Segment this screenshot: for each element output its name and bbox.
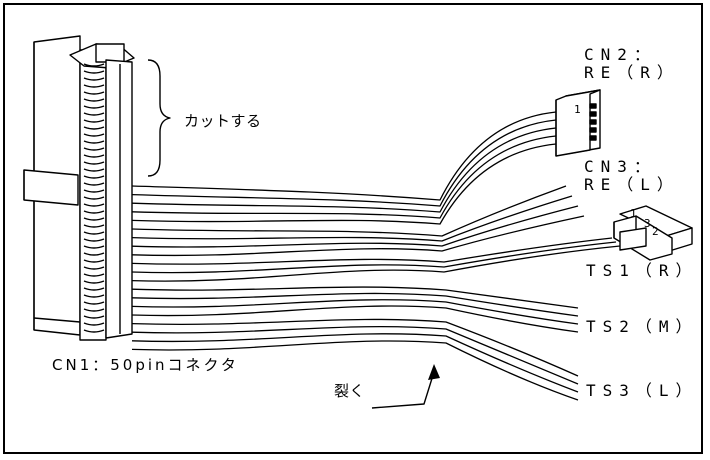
wire-to-cn2 — [131, 135, 557, 219]
cn1-pin — [83, 77, 105, 81]
wire-to-cn3 — [131, 185, 567, 237]
cn1-pin — [83, 126, 105, 130]
cn1-pin — [83, 161, 105, 165]
cn1-label: CN1：50pinコネクタ — [52, 356, 239, 374]
cn1-pin — [83, 266, 105, 270]
cn3-ts1-connectors — [613, 205, 693, 261]
cn1-pin — [83, 294, 105, 298]
cn1-pin — [83, 119, 105, 123]
cn2-connector — [555, 89, 601, 157]
cn1-pin — [83, 231, 105, 235]
wire-to-ts2 — [131, 299, 579, 325]
cn1-latch-tab — [23, 169, 79, 206]
cn1-pin — [83, 315, 105, 319]
ts3-label: TS3（L） — [586, 381, 699, 400]
cut-brace — [147, 59, 171, 177]
split-arrow — [371, 371, 435, 409]
cn1-pin — [83, 154, 105, 158]
cn1-pin — [83, 280, 105, 284]
wire-to-cn3 — [131, 215, 585, 257]
ts1-label: TS1（R） — [586, 261, 699, 280]
cn1-pin — [83, 217, 105, 221]
cn1-pin — [83, 175, 105, 179]
wire-to-cn2 — [131, 111, 557, 201]
cn1-pin — [83, 147, 105, 151]
cn1-pin — [83, 203, 105, 207]
wire-to-ts3 — [131, 318, 579, 377]
wire-to-ts1 — [131, 237, 613, 265]
cn1-pin — [83, 105, 105, 109]
cn1-pin — [83, 112, 105, 116]
cn1-pin — [83, 308, 105, 312]
wire-to-ts2 — [131, 292, 579, 317]
cn3-label-line1: CN3： — [584, 157, 657, 176]
wire-to-cn2 — [131, 127, 557, 213]
cn1-top-block — [95, 43, 125, 63]
cn1-pin — [83, 238, 105, 242]
cn1-front-rail — [105, 59, 133, 339]
wire-to-ts2 — [131, 286, 579, 309]
wire-to-cn3 — [131, 195, 573, 242]
cn1-pin — [83, 84, 105, 88]
wire-to-cn2 — [131, 119, 557, 207]
cn1-pin — [83, 301, 105, 305]
cn1-pin — [83, 224, 105, 228]
wire-to-ts3 — [131, 340, 579, 401]
wire-to-ts1 — [131, 245, 621, 282]
ts-pin1-marker: 1 — [630, 207, 638, 220]
wire-to-cn3 — [131, 205, 579, 248]
cn1-pin — [83, 273, 105, 277]
wire-to-cn2 — [131, 143, 557, 225]
cut-note-label: カットする — [184, 112, 262, 130]
wire-to-ts3 — [131, 333, 579, 393]
wire-to-ts1 — [131, 241, 617, 274]
cn2-pin1-marker: 1 — [574, 103, 582, 116]
cn1-pin — [83, 182, 105, 186]
split-note-label: 裂く — [334, 382, 366, 400]
cn1-pin — [83, 189, 105, 193]
cn1-pin — [83, 252, 105, 256]
cn1-pin — [83, 91, 105, 95]
cn2-label-line1: CN2： — [584, 45, 657, 64]
cn1-pin — [83, 322, 105, 326]
ts-pin3-marker: 3 — [644, 217, 652, 230]
ts2-label: TS2（M） — [586, 317, 699, 336]
cn1-pin — [83, 140, 105, 144]
split-arrowhead — [428, 364, 440, 380]
cn1-connector — [23, 35, 135, 341]
cn1-pin — [83, 259, 105, 263]
cn1-pin — [83, 196, 105, 200]
ts-pin2-marker: 2 — [652, 225, 660, 238]
cn1-pin — [83, 70, 105, 74]
wire-to-ts2 — [131, 305, 579, 333]
cn1-pin-stack — [83, 63, 105, 333]
cn2-label-line2: RE（R） — [584, 63, 680, 82]
cn1-pin — [83, 245, 105, 249]
wire-to-ts3 — [131, 325, 579, 385]
cn1-pin — [83, 210, 105, 214]
cn3-label-line2: RE（L） — [584, 175, 680, 194]
ribbon-wires — [131, 111, 621, 401]
cn1-pin — [83, 287, 105, 291]
cn1-pin — [83, 63, 105, 67]
cn1-pin — [83, 133, 105, 137]
cn1-pin — [83, 329, 105, 333]
cn1-pin — [83, 168, 105, 172]
cn1-pin — [83, 98, 105, 102]
